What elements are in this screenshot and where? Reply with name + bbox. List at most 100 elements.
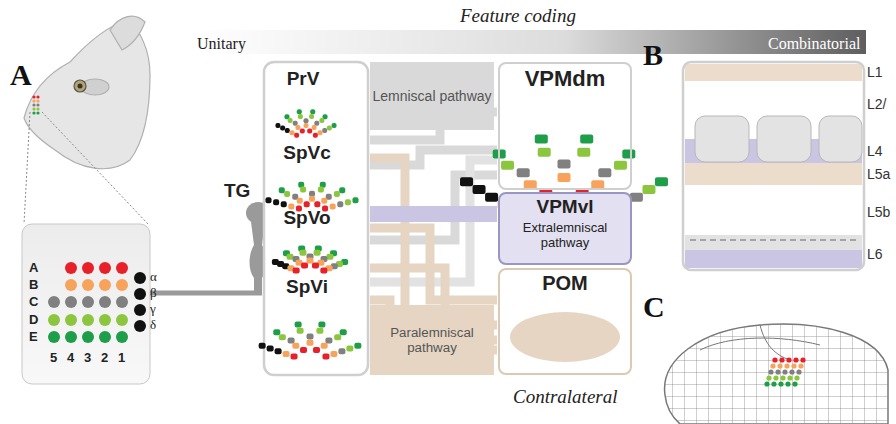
barrel-dot	[775, 369, 780, 374]
thalamus-box: VPMvlExtralemniscal pathway	[498, 192, 632, 265]
whisker-dot	[99, 296, 111, 308]
barrel-dot	[793, 357, 798, 362]
map-cell	[300, 186, 306, 192]
map-cell	[327, 126, 332, 131]
node-title: Lemniscal pathway	[372, 88, 491, 104]
map-cell	[300, 347, 307, 353]
title: Feature coding	[460, 5, 576, 27]
scale-end: Combinatorial	[768, 35, 860, 53]
map-cell	[300, 128, 305, 133]
barrel-dot	[772, 357, 777, 362]
barrel-dot	[798, 363, 803, 368]
map-cell	[285, 128, 290, 133]
whisker-dot	[134, 320, 146, 332]
map-cell	[284, 191, 290, 197]
map-cell	[517, 168, 530, 177]
map-cell	[591, 180, 604, 189]
map-cell	[321, 343, 328, 349]
map-cell	[655, 177, 668, 186]
barrel-dot	[766, 375, 771, 380]
node-title: SpVo	[283, 207, 330, 229]
map-cell	[313, 133, 318, 138]
node-subtitle: Extralemniscal pathway	[504, 221, 626, 251]
map-cell	[316, 328, 323, 334]
leader-lines	[24, 112, 148, 224]
whisker-dot	[134, 288, 146, 300]
arc-label: 4	[67, 350, 74, 365]
whisker-dot	[134, 304, 146, 316]
map-cell	[322, 354, 329, 360]
map-cell	[338, 348, 345, 354]
map-cell	[287, 254, 294, 260]
map-cell	[283, 351, 290, 357]
map-cell	[259, 343, 266, 349]
whisker-dot	[65, 331, 77, 343]
node-title: SpVi	[286, 276, 328, 298]
map-cell	[304, 123, 309, 128]
map-cell	[288, 118, 293, 123]
map-cell	[318, 186, 324, 192]
map-cell	[353, 197, 359, 203]
row-label: D	[29, 312, 38, 327]
barrel-dot	[785, 381, 790, 386]
map-cell	[325, 337, 332, 343]
barrel-dot	[796, 369, 801, 374]
map-cell	[318, 130, 323, 135]
side-note: Contralateral	[513, 386, 618, 408]
map-cell	[614, 161, 627, 170]
arc-label: 2	[101, 350, 108, 365]
barrel-dot	[787, 375, 792, 380]
node-title: VPMdm	[525, 66, 606, 91]
cortex-panel	[683, 62, 864, 270]
map-cell	[295, 125, 300, 130]
whisker-dot	[48, 331, 60, 343]
pathway-band: Paralemniscal pathway	[370, 305, 494, 375]
map-cell	[312, 262, 319, 268]
map-cell	[310, 109, 315, 114]
map-cell	[288, 337, 295, 343]
map-cell	[321, 198, 327, 204]
map-cell	[280, 126, 285, 131]
map-cell	[312, 125, 317, 130]
map-cell	[319, 118, 324, 123]
barrel-field	[764, 357, 805, 386]
map-cell	[558, 173, 571, 182]
barrel-dot	[768, 369, 773, 374]
map-cell	[339, 187, 345, 193]
whisker-dot	[99, 262, 111, 274]
row-label: B	[29, 277, 38, 292]
map-cell	[345, 199, 351, 205]
straddler-label: γ	[150, 301, 156, 317]
whisker-pad-inset	[22, 224, 150, 384]
whisker-dot	[82, 296, 94, 308]
row-label: E	[29, 329, 38, 344]
barrel-dot	[778, 381, 783, 386]
map-cell	[307, 340, 314, 346]
straddler-label: β	[150, 285, 157, 301]
whisker-dot	[82, 314, 94, 326]
map-cell	[304, 201, 310, 207]
map-cell	[275, 123, 280, 128]
whisker-dot	[65, 296, 77, 308]
barrel-dot	[777, 363, 782, 368]
layer-label: L5a	[867, 166, 890, 182]
whisker-dot	[48, 314, 60, 326]
map-cell	[320, 267, 327, 273]
map-cell	[322, 128, 327, 133]
rat-head	[24, 16, 150, 169]
map-cell	[622, 149, 635, 158]
node-title: Paralemniscal pathway	[370, 325, 494, 356]
whisker-dot	[82, 331, 94, 343]
layer-label: L4	[867, 143, 883, 159]
pom-nucleus	[510, 312, 620, 362]
whisker-dot	[48, 296, 60, 308]
layer-label: L2/	[867, 96, 886, 112]
map-cell	[330, 351, 337, 357]
map-cell	[334, 191, 340, 197]
arc-label: 3	[84, 350, 91, 365]
whisker-dot	[116, 296, 128, 308]
map-cell	[304, 118, 309, 123]
map-cell	[301, 262, 308, 268]
barrel-dot	[773, 375, 778, 380]
map-cell	[307, 333, 314, 339]
